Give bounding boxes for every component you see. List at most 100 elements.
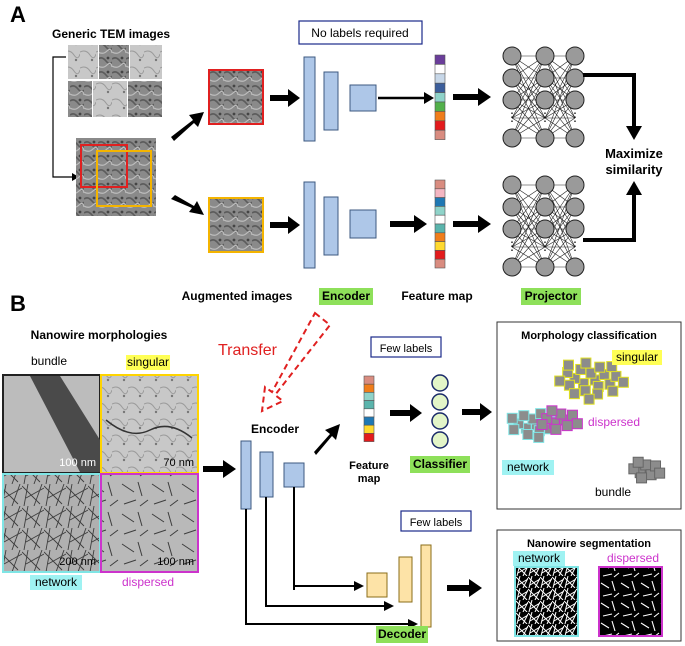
seg-dispersed-label: dispersed bbox=[607, 551, 659, 565]
morphology-classification-title: Morphology classification bbox=[521, 330, 657, 342]
classifier-node bbox=[431, 393, 449, 411]
projector-node bbox=[535, 257, 555, 277]
cluster-thumbnail bbox=[594, 361, 606, 373]
network-label: network bbox=[35, 575, 78, 589]
projector-node bbox=[502, 90, 522, 110]
arrow-aug-to-encoder-bottom bbox=[270, 216, 300, 234]
few-labels-box-bottom: Few labels bbox=[400, 510, 472, 532]
feature-cell bbox=[363, 433, 375, 442]
feature-cell bbox=[434, 232, 446, 242]
projector-edge bbox=[511, 55, 546, 139]
svg-text:100 nm: 100 nm bbox=[157, 556, 194, 568]
feature-cell bbox=[434, 258, 446, 269]
projector-edge bbox=[544, 206, 576, 268]
projector-edge bbox=[511, 206, 546, 268]
cls-dispersed-label: dispersed bbox=[588, 415, 640, 429]
feature-cell bbox=[363, 424, 375, 434]
cluster-thumbnail bbox=[536, 419, 548, 431]
arrow-images-to-encoder bbox=[203, 460, 236, 478]
decoder-label: Decoder bbox=[378, 627, 426, 641]
augmented-images-label: Augmented images bbox=[182, 289, 293, 303]
network-image: 200 nm bbox=[2, 473, 101, 573]
embedding-clusters bbox=[506, 357, 666, 484]
projector-edge bbox=[544, 55, 576, 139]
cluster-thumbnail bbox=[580, 357, 592, 369]
maximize-label: Maximize bbox=[605, 146, 663, 161]
feature-cell bbox=[434, 129, 446, 140]
decoder-label-bg bbox=[376, 626, 428, 643]
svg-text:100 nm: 100 nm bbox=[59, 457, 96, 469]
cluster-thumbnail bbox=[636, 472, 648, 484]
cluster-thumbnail bbox=[554, 375, 566, 387]
arrow-aug-to-encoder-top bbox=[270, 89, 300, 107]
feature-cell bbox=[434, 64, 446, 75]
cluster-thumbnail bbox=[518, 410, 530, 422]
projector-node bbox=[535, 46, 555, 66]
source-tem-image bbox=[76, 138, 156, 216]
projector-edge bbox=[544, 184, 576, 268]
projector-ellipsis: ⋮ bbox=[506, 110, 518, 124]
feature-cell bbox=[363, 392, 375, 401]
projector-node bbox=[502, 128, 522, 148]
feature-cell bbox=[434, 111, 446, 122]
similarity-arrows bbox=[583, 73, 642, 242]
dispersed-label: dispersed bbox=[122, 575, 174, 589]
cluster-thumbnail bbox=[561, 420, 573, 432]
projector-node bbox=[502, 46, 522, 66]
skip-connections bbox=[245, 487, 418, 629]
feature-cell bbox=[434, 92, 446, 103]
classifier-label-bg bbox=[410, 456, 470, 473]
feature-cell bbox=[434, 54, 446, 65]
arrow-decoder-to-segmentation bbox=[447, 579, 482, 597]
feature-cell bbox=[434, 188, 446, 198]
feature-cell bbox=[363, 383, 375, 393]
cluster-thumbnail bbox=[571, 418, 583, 430]
generic-tem-image-grid bbox=[67, 44, 163, 118]
feature-map-label: Feature map bbox=[401, 289, 472, 303]
panel-a-label: A bbox=[10, 2, 26, 27]
projector-node bbox=[535, 68, 555, 88]
projector-node bbox=[565, 197, 585, 217]
encoder-bottom bbox=[303, 181, 377, 269]
panel-b-label: B bbox=[10, 291, 26, 316]
seg-network-label: network bbox=[518, 551, 561, 565]
projector-node bbox=[502, 219, 522, 239]
svg-text:Few labels: Few labels bbox=[410, 517, 463, 529]
feature-map-b-line1: Feature bbox=[349, 460, 389, 472]
projector-edge bbox=[544, 77, 576, 139]
projector-node bbox=[502, 257, 522, 277]
singular-image: 70 nm bbox=[100, 374, 199, 474]
projector-node bbox=[535, 175, 555, 195]
feature-cell bbox=[434, 197, 446, 207]
projector-label-bg bbox=[521, 288, 581, 305]
arrow-feature-to-classifier bbox=[390, 404, 422, 422]
projector-ellipsis: ⋮ bbox=[506, 239, 518, 253]
projector-edge bbox=[511, 184, 546, 268]
arrow-feature-to-projector-top bbox=[453, 88, 491, 106]
arrow-encoder-to-feature-b bbox=[314, 424, 340, 455]
projector-node bbox=[565, 219, 585, 239]
classifier-node bbox=[431, 412, 449, 430]
singular-label: singular bbox=[127, 355, 169, 369]
projector-node bbox=[502, 197, 522, 217]
cls-network-label: network bbox=[507, 460, 550, 474]
cluster-thumbnail bbox=[562, 359, 574, 371]
projector-node bbox=[502, 175, 522, 195]
few-labels-box-top: Few labels bbox=[370, 336, 442, 358]
feature-map-b-line2: map bbox=[358, 473, 381, 485]
cls-singular-label: singular bbox=[616, 350, 658, 364]
projector-edge bbox=[511, 77, 546, 139]
segmentation-title: Nanowire segmentation bbox=[527, 538, 651, 550]
feature-cell bbox=[434, 73, 446, 84]
seg-dispersed-image bbox=[598, 566, 663, 637]
nanowire-segmentation-panel: Nanowire segmentation network dispersed bbox=[496, 529, 682, 642]
cluster-thumbnail bbox=[632, 456, 644, 468]
cluster-thumbnail bbox=[546, 405, 558, 417]
feature-cell bbox=[434, 214, 446, 225]
arrow-to-aug-bottom bbox=[171, 195, 204, 215]
projector-node bbox=[565, 46, 585, 66]
feature-map-bottom bbox=[434, 179, 446, 269]
cluster-thumbnail bbox=[617, 376, 629, 388]
classifier-label: Classifier bbox=[413, 457, 467, 471]
